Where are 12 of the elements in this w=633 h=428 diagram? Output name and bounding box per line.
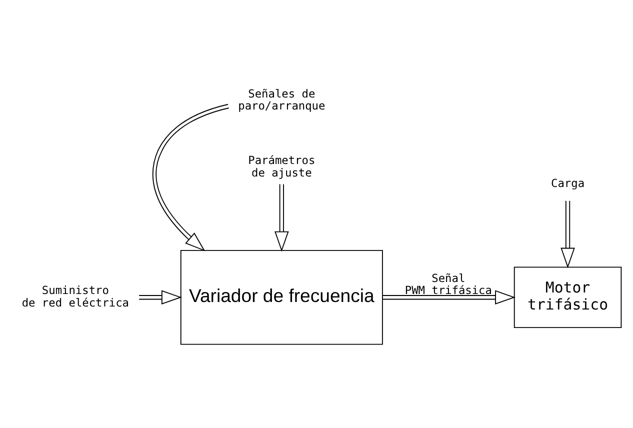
node-text: Carga <box>551 176 585 190</box>
node-text: Suministro de red eléctrica <box>22 284 130 310</box>
node-box: Motor trifásico <box>514 266 622 328</box>
node-text: Parámetros de ajuste <box>248 154 316 180</box>
arrow <box>152 104 230 252</box>
arrow <box>274 184 289 252</box>
node-text: Señales de paro/arranque <box>238 87 326 112</box>
node-box: Variador de frecuencia <box>180 250 383 345</box>
edge-label: Señal PWM trifásica <box>404 272 492 298</box>
arrow <box>138 290 182 305</box>
arrow <box>382 290 516 305</box>
arrow <box>560 200 575 268</box>
